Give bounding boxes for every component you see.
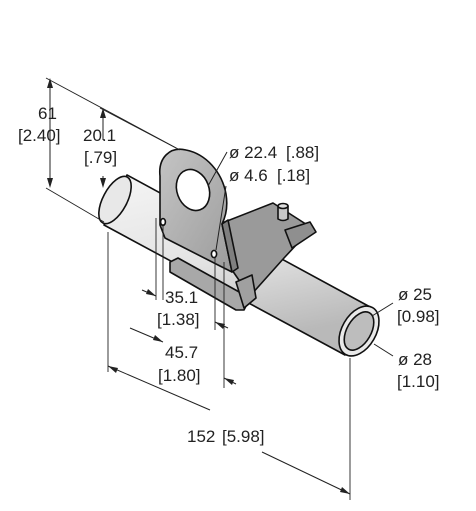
bracket-stud-top: [277, 202, 289, 210]
dim-20-1-inch: [.79]: [84, 148, 117, 167]
ring-hole-inch: [.88]: [286, 143, 319, 162]
ring-hole: [175, 168, 211, 212]
bracket-saddle: [284, 221, 317, 249]
bracket-rear-clamp: [235, 274, 257, 309]
dim-152: 152: [187, 427, 215, 446]
pin-hole-inch: [.18]: [277, 166, 310, 185]
dim-45-7-inch: [1.80]: [158, 366, 201, 385]
bracket-plate-edge: [221, 219, 239, 273]
pin-hole-mm: ø 4.6: [229, 166, 268, 185]
pin-hole: [210, 249, 218, 259]
bracket-stud: [277, 205, 289, 222]
tube-inner-mm: ø 25: [398, 285, 432, 304]
dim-35-1-mm: 35.1: [165, 288, 198, 307]
ring-hole-mm: ø 22.4: [229, 143, 277, 162]
dim-152-inch: [5.98]: [222, 427, 265, 446]
tube-outer-inch: [1.10]: [397, 372, 440, 391]
dim-35-1-inch: [1.38]: [157, 310, 200, 329]
tube-right-end-inner: [343, 311, 375, 351]
dimension-lines: [45, 77, 394, 500]
tube-outer-mm: ø 28: [398, 350, 432, 369]
dim-61-mm: 61: [38, 104, 57, 123]
tube-inner-inch: [0.98]: [397, 307, 440, 326]
bracket: [159, 148, 317, 311]
bracket-strap: [169, 257, 251, 311]
dimension-labels: 61 [2.40] 20.1 [.79] ø 22.4 [.88] ø 4.6 …: [18, 104, 440, 446]
tube-left-end: [98, 175, 132, 225]
dim-61-inch: [2.40]: [18, 126, 61, 145]
dim-45-7-mm: 45.7: [165, 343, 198, 362]
dim-20-1-mm: 20.1: [83, 126, 116, 145]
